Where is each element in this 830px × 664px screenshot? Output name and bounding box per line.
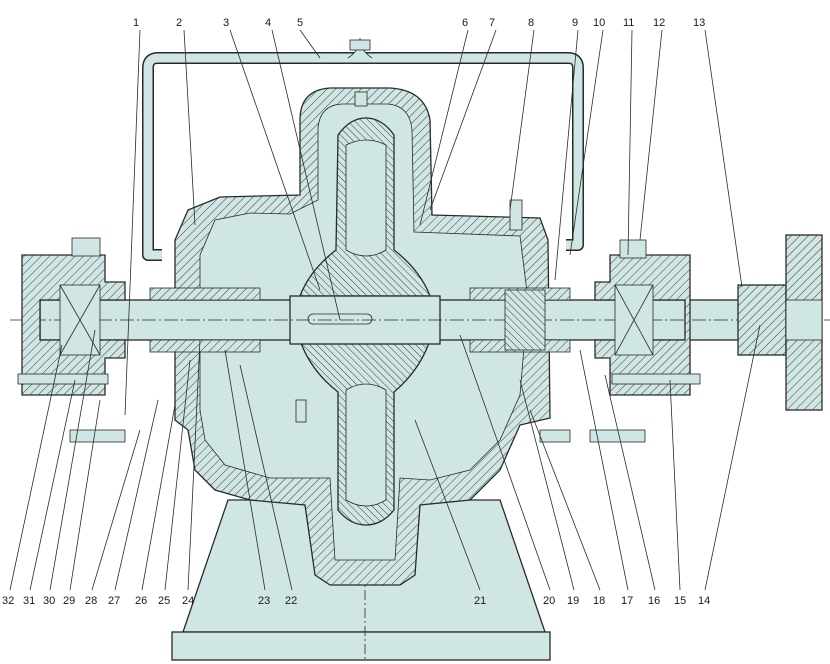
part-label-3: 3 [223,17,229,29]
part-label-30: 30 [43,595,55,607]
leader-lines-top [124,29,743,416]
part-label-11: 11 [623,17,634,29]
bearing-housing-right [594,239,701,396]
seal-right [469,287,571,353]
coupling [737,234,823,411]
part-label-13: 13 [693,17,705,29]
part-label-27: 27 [108,595,120,607]
part-label-2: 2 [176,17,182,29]
part-label-18: 18 [593,595,605,607]
part-label-6: 6 [462,17,468,29]
part-label-24: 24 [182,595,194,607]
part-label-21: 21 [474,595,486,607]
part-label-16: 16 [648,595,660,607]
part-label-26: 26 [135,595,147,607]
part-label-29: 29 [63,595,75,607]
part-label-12: 12 [653,17,665,29]
part-labels-bottom: 32 31 30 29 28 27 26 25 24 23 22 21 20 1… [2,595,710,607]
seal-left [149,287,261,353]
leader-lines-bottom [9,324,761,591]
balance-pipe [142,37,584,261]
part-label-1: 1 [133,17,139,29]
part-label-14: 14 [698,595,710,607]
part-label-19: 19 [567,595,579,607]
part-label-22: 22 [285,595,297,607]
part-labels-top: 1 2 3 4 5 6 7 8 9 10 11 12 13 [133,17,705,29]
part-label-9: 9 [572,17,578,29]
part-label-5: 5 [297,17,303,29]
part-label-8: 8 [528,17,534,29]
part-label-28: 28 [85,595,97,607]
part-label-7: 7 [489,17,495,29]
part-label-23: 23 [258,595,270,607]
part-label-20: 20 [543,595,555,607]
shaft [10,295,830,345]
part-label-31: 31 [23,595,35,607]
part-label-25: 25 [158,595,170,607]
impeller [299,117,431,526]
bearing-housing-left [17,237,126,396]
part-label-32: 32 [2,595,14,607]
part-label-15: 15 [674,595,686,607]
part-label-10: 10 [593,17,605,29]
bolts [69,91,646,443]
part-label-4: 4 [265,17,271,29]
part-label-17: 17 [621,595,633,607]
